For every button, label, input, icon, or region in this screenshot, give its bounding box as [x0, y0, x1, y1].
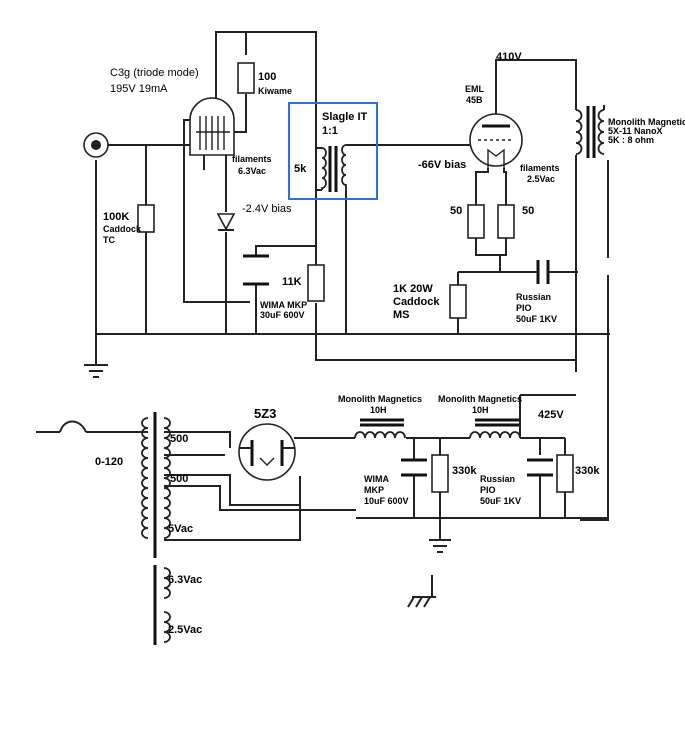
interstage-ratio: 1:1	[322, 125, 338, 137]
r1k-label-2: Caddock	[393, 296, 440, 308]
power-transformer	[141, 412, 171, 645]
ground-symbol-psu	[429, 539, 451, 553]
r50-left-label: 50	[450, 205, 462, 217]
choke2-value: 10H	[472, 405, 489, 415]
pio-bottom-label-2: PIO	[480, 485, 496, 495]
chassis-ground-symbol	[407, 575, 436, 608]
45b-tube	[469, 113, 523, 168]
grid-bias-label: -2.4V bias	[242, 203, 292, 215]
r100-label: 100	[258, 71, 276, 83]
resistor-11k	[307, 264, 325, 302]
resistor-330k-right	[556, 454, 574, 493]
wima-small-label-1: WIMA MKP	[260, 300, 307, 310]
pio-top-label-1: Russian	[516, 292, 551, 302]
pio-top-label-2: PIO	[516, 303, 532, 313]
45b-brand: EML	[465, 84, 485, 94]
ground-symbol-top	[84, 364, 108, 378]
fuse	[59, 420, 87, 433]
capacitor-pio-top	[536, 260, 550, 284]
r330k-right-label: 330k	[575, 465, 600, 477]
resistor-1k-20w	[449, 284, 467, 319]
interstage-name: Slagle IT	[322, 111, 368, 123]
choke-2	[469, 418, 521, 439]
r100k-brand-2: TC	[103, 235, 115, 245]
c3g-operating-point: 195V 19mA	[110, 83, 168, 95]
choke-1	[354, 418, 406, 439]
r100k-label: 100K	[103, 211, 129, 223]
r50-right-label: 50	[522, 205, 534, 217]
interstage-highlight-box	[288, 102, 378, 200]
c3g-tube	[189, 97, 235, 165]
rectifier-label: 5Z3	[254, 406, 276, 421]
c3g-title: C3g (triode mode)	[110, 67, 199, 79]
choke1-value: 10H	[370, 405, 387, 415]
pio-top-label-3: 50uF 1KV	[516, 314, 557, 324]
wima-big-label-1: WIMA	[364, 474, 389, 484]
opt-model: 5X-11 NanoX	[608, 126, 663, 136]
b-plus-supply-voltage: 425V	[538, 409, 564, 421]
r11k-label: 11K	[282, 276, 302, 288]
choke1-brand: Monolith Magnetics	[338, 394, 422, 404]
b-plus-output-voltage: 410V	[496, 51, 522, 63]
resistor-330k-left	[431, 454, 449, 493]
45b-filament-voltage: 2.5Vac	[527, 174, 555, 184]
capacitor-wima-10uf	[401, 458, 427, 477]
wima-small-label-2: 30uF 600V	[260, 310, 305, 320]
r100k-brand-1: Caddock	[103, 224, 142, 234]
ptx-hv-label-1: 500	[170, 433, 188, 445]
pio-bottom-label-1: Russian	[480, 474, 515, 484]
5z3-rectifier-tube	[238, 423, 296, 481]
wima-big-label-3: 10uF 600V	[364, 496, 409, 506]
input-jack	[83, 132, 109, 158]
pio-bottom-label-3: 50uF 1KV	[480, 496, 521, 506]
resistor-50-right	[497, 204, 515, 239]
output-bias-label: -66V bias	[418, 159, 466, 171]
wima-big-label-2: MKP	[364, 485, 384, 495]
r1k-label-3: MS	[393, 309, 410, 321]
r100-brand: Kiwame	[258, 86, 292, 96]
ptx-hv-label-2: 500	[170, 473, 188, 485]
interstage-transformer	[321, 144, 347, 192]
ptx-5v-label: 5Vac	[168, 523, 193, 535]
45b-filaments-label: filaments	[520, 163, 560, 173]
r1k-label-1: 1K 20W	[393, 283, 433, 295]
c3g-filament-voltage: 6.3Vac	[238, 166, 266, 176]
choke2-brand: Monolith Magnetics	[438, 394, 522, 404]
bias-diode	[216, 213, 236, 231]
capacitor-pio-bottom	[527, 458, 553, 477]
interstage-impedance: 5k	[294, 163, 307, 175]
resistor-50-left	[467, 204, 485, 239]
opt-impedance: 5K : 8 ohm	[608, 135, 654, 145]
wiring	[36, 31, 610, 541]
c3g-filaments-label: filaments	[232, 154, 272, 164]
resistor-100k	[137, 204, 155, 233]
r330k-left-label: 330k	[452, 465, 477, 477]
resistor-100-kiwame	[237, 62, 255, 94]
ptx-25v-label: 2.5Vac	[168, 624, 202, 636]
ptx-63v-label: 6.3Vac	[168, 574, 202, 586]
45b-type: 45B	[466, 95, 483, 105]
output-transformer	[575, 106, 605, 158]
ptx-primary-label: 0-120	[95, 456, 123, 468]
opt-name: Monolith Magnetics	[608, 117, 685, 127]
capacitor-wima-30uf	[243, 254, 269, 286]
